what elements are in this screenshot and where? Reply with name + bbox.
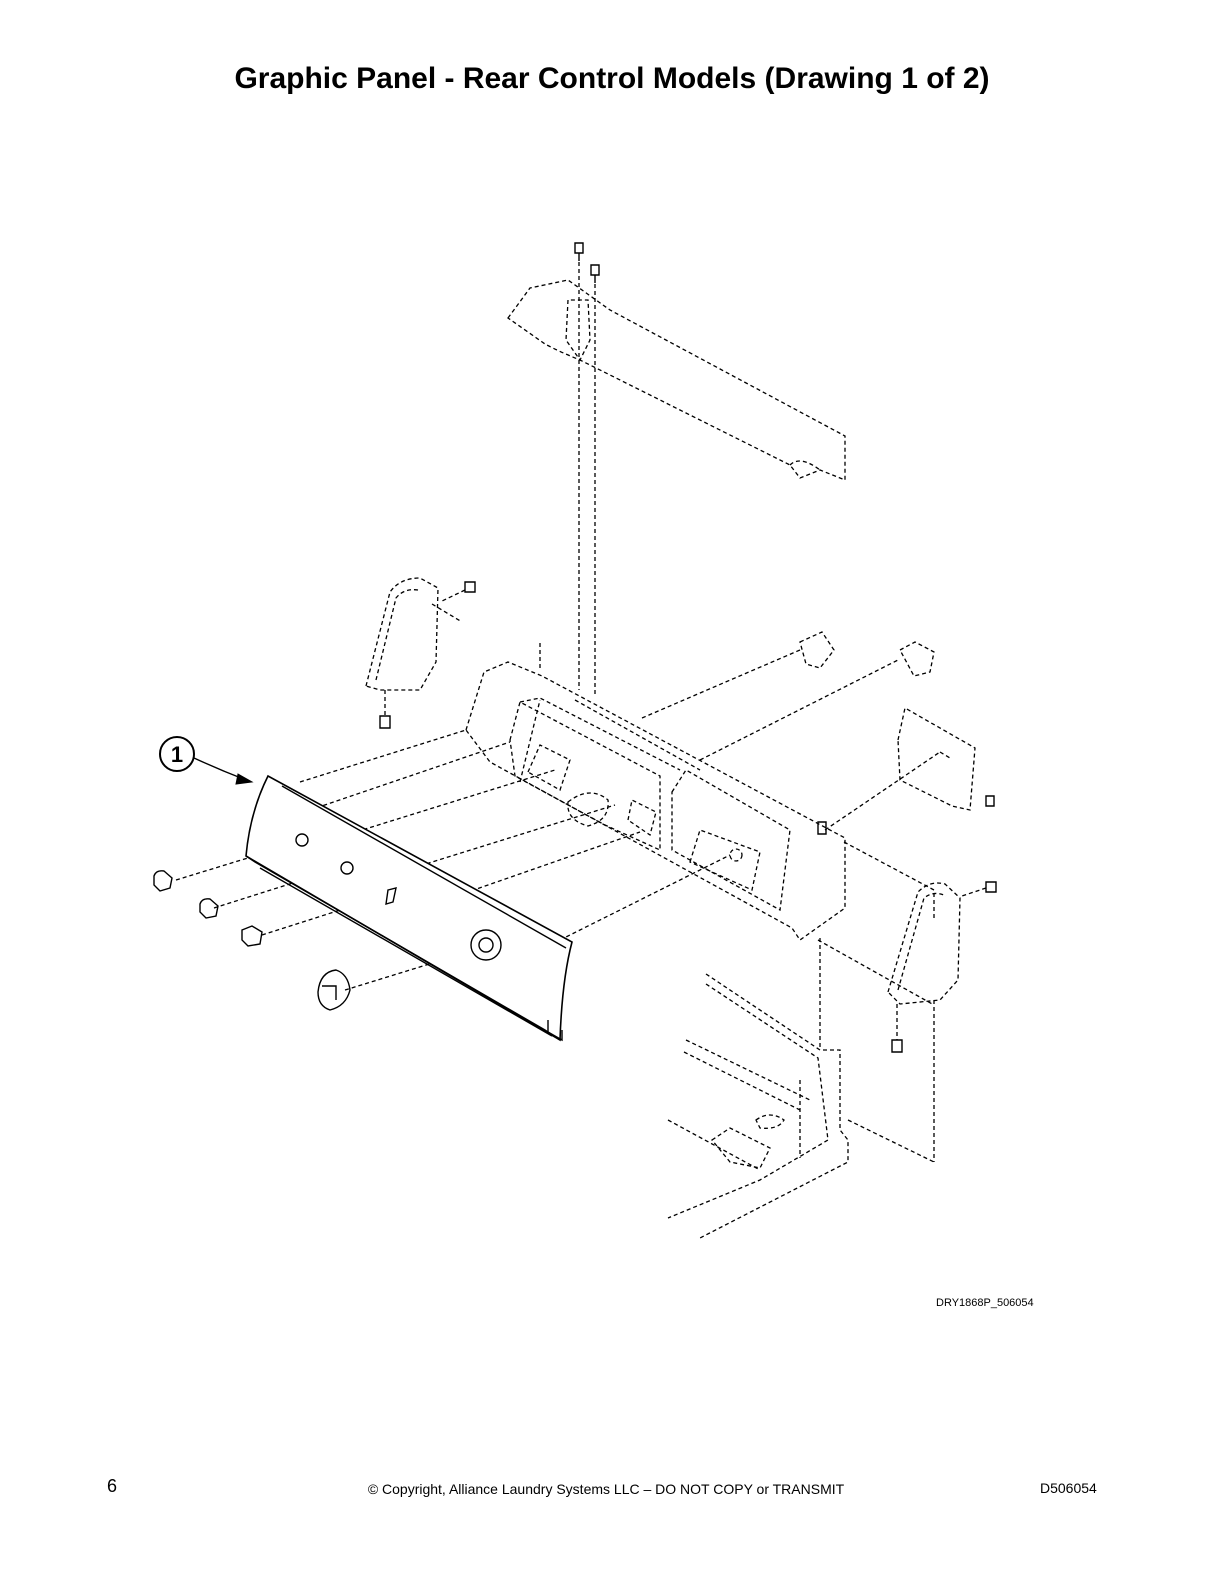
knobs-and-buttons: [153, 870, 351, 1011]
left-end-cap: [365, 577, 476, 729]
copyright-notice: © Copyright, Alliance Laundry Systems LL…: [367, 1481, 845, 1497]
graphic-panel: [245, 774, 573, 1042]
document-number: D506054: [1040, 1480, 1097, 1496]
right-end-cap: [887, 881, 997, 1162]
callout-1-label: 1: [171, 742, 183, 767]
control-console-housing: [465, 640, 846, 941]
top-console-cap: [507, 279, 846, 481]
top-screws: [574, 242, 600, 695]
drawing-id: DRY1868P_506054: [936, 1297, 1034, 1309]
page-title: Graphic Panel - Rear Control Models (Dra…: [234, 62, 990, 95]
cabinet-top: [667, 841, 935, 1239]
callout-1: 1: [159, 736, 254, 785]
console-components: [799, 631, 995, 835]
page-number: 6: [107, 1476, 118, 1496]
